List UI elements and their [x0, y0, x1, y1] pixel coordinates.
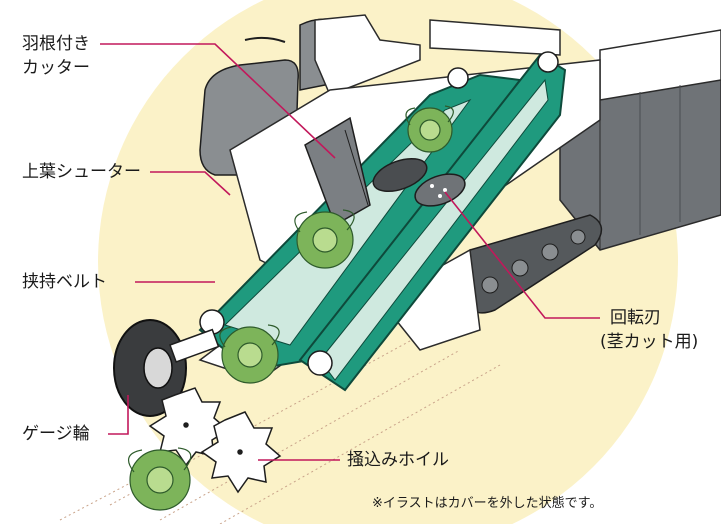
label-rotary-blade-line2: (茎カット用) — [600, 332, 699, 352]
label-feather-cutter-line2: カッター — [22, 58, 90, 78]
label-holding-belt: 挟持ベルト — [22, 272, 107, 292]
leader-upper-leaf-chute — [150, 171, 231, 196]
gauge-wheel-shape — [113, 319, 220, 417]
label-rotary-blade-line1: 回転刃 — [610, 308, 661, 328]
leader-rotary-blade — [444, 191, 600, 319]
leader-lines — [100, 43, 600, 461]
rotary-blade-shape — [372, 157, 466, 207]
caption-note: ※イラストはカバーを外した状態です。 — [372, 496, 603, 511]
leader-gauge-wheel — [108, 395, 129, 435]
label-rake-wheel: 掻込みホイル — [347, 450, 449, 470]
leader-feather-cutter — [100, 43, 336, 159]
label-upper-leaf-chute: 上葉シューター — [22, 162, 141, 182]
cabbage-shapes — [127, 105, 454, 511]
label-gauge-wheel: ゲージ輪 — [22, 424, 90, 444]
label-feather-cutter-line1: 羽根付き — [22, 34, 90, 54]
rake-wheel-shapes — [148, 387, 282, 494]
